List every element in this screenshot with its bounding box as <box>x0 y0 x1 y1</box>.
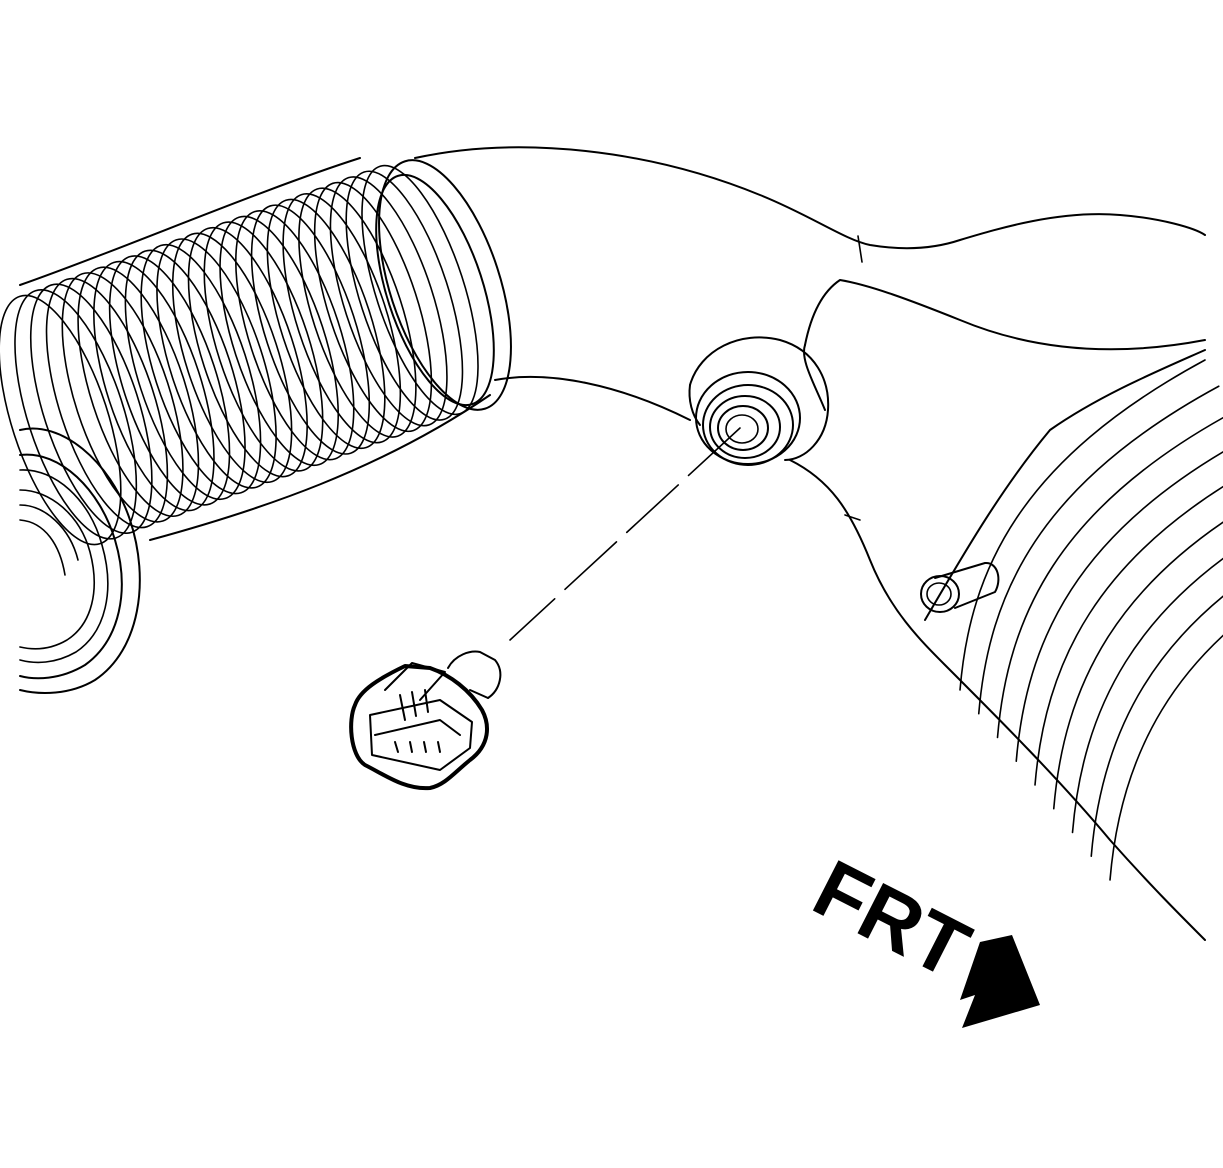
hose-rib <box>203 221 324 472</box>
installation-centerline <box>509 427 741 641</box>
hose-rib <box>124 249 246 501</box>
housing-rib <box>1015 451 1223 763</box>
hose-rib <box>29 283 153 535</box>
vacuum-nipple-fitting <box>920 561 1000 613</box>
housing-rib <box>1109 634 1223 881</box>
housing-rib <box>996 416 1223 739</box>
hose-rib <box>93 260 215 512</box>
hose-rib <box>298 187 417 438</box>
hose-rib <box>14 289 138 540</box>
hose-rib <box>140 243 262 495</box>
housing-ribs <box>959 359 1223 881</box>
hose-rib <box>45 277 169 529</box>
housing-rib <box>1034 485 1223 786</box>
hose-rib <box>329 176 448 427</box>
intake-duct-body <box>414 146 1206 941</box>
hose-rib <box>250 204 371 455</box>
frt-label: FRT <box>800 843 983 996</box>
sensor-port-grommet <box>688 336 830 466</box>
hose-rib <box>235 209 355 461</box>
hose-rib <box>219 215 340 467</box>
intake-air-temperature-sensor <box>349 650 502 791</box>
hose-rib <box>313 181 433 433</box>
hose-rib <box>171 232 293 484</box>
hose-rib <box>282 193 402 444</box>
housing-rib <box>977 385 1220 715</box>
flex-hose <box>0 157 512 546</box>
housing-rib <box>1090 595 1223 858</box>
hose-rib <box>187 226 308 478</box>
housing-rib <box>959 359 1206 691</box>
hose-open-end <box>19 427 141 694</box>
housing-rib <box>1052 521 1223 810</box>
hose-rib <box>266 198 386 450</box>
hose-rib <box>361 164 479 416</box>
hose-rib <box>345 170 464 421</box>
front-direction-indicator: FRT <box>800 843 1040 1028</box>
hose-rib <box>61 272 184 523</box>
hose-rib <box>77 266 200 518</box>
front-arrow-icon <box>960 935 1040 1028</box>
hose-rib <box>108 255 231 506</box>
hose-rib <box>0 294 122 546</box>
housing-rib <box>1071 557 1223 834</box>
hose-rib <box>156 238 277 489</box>
